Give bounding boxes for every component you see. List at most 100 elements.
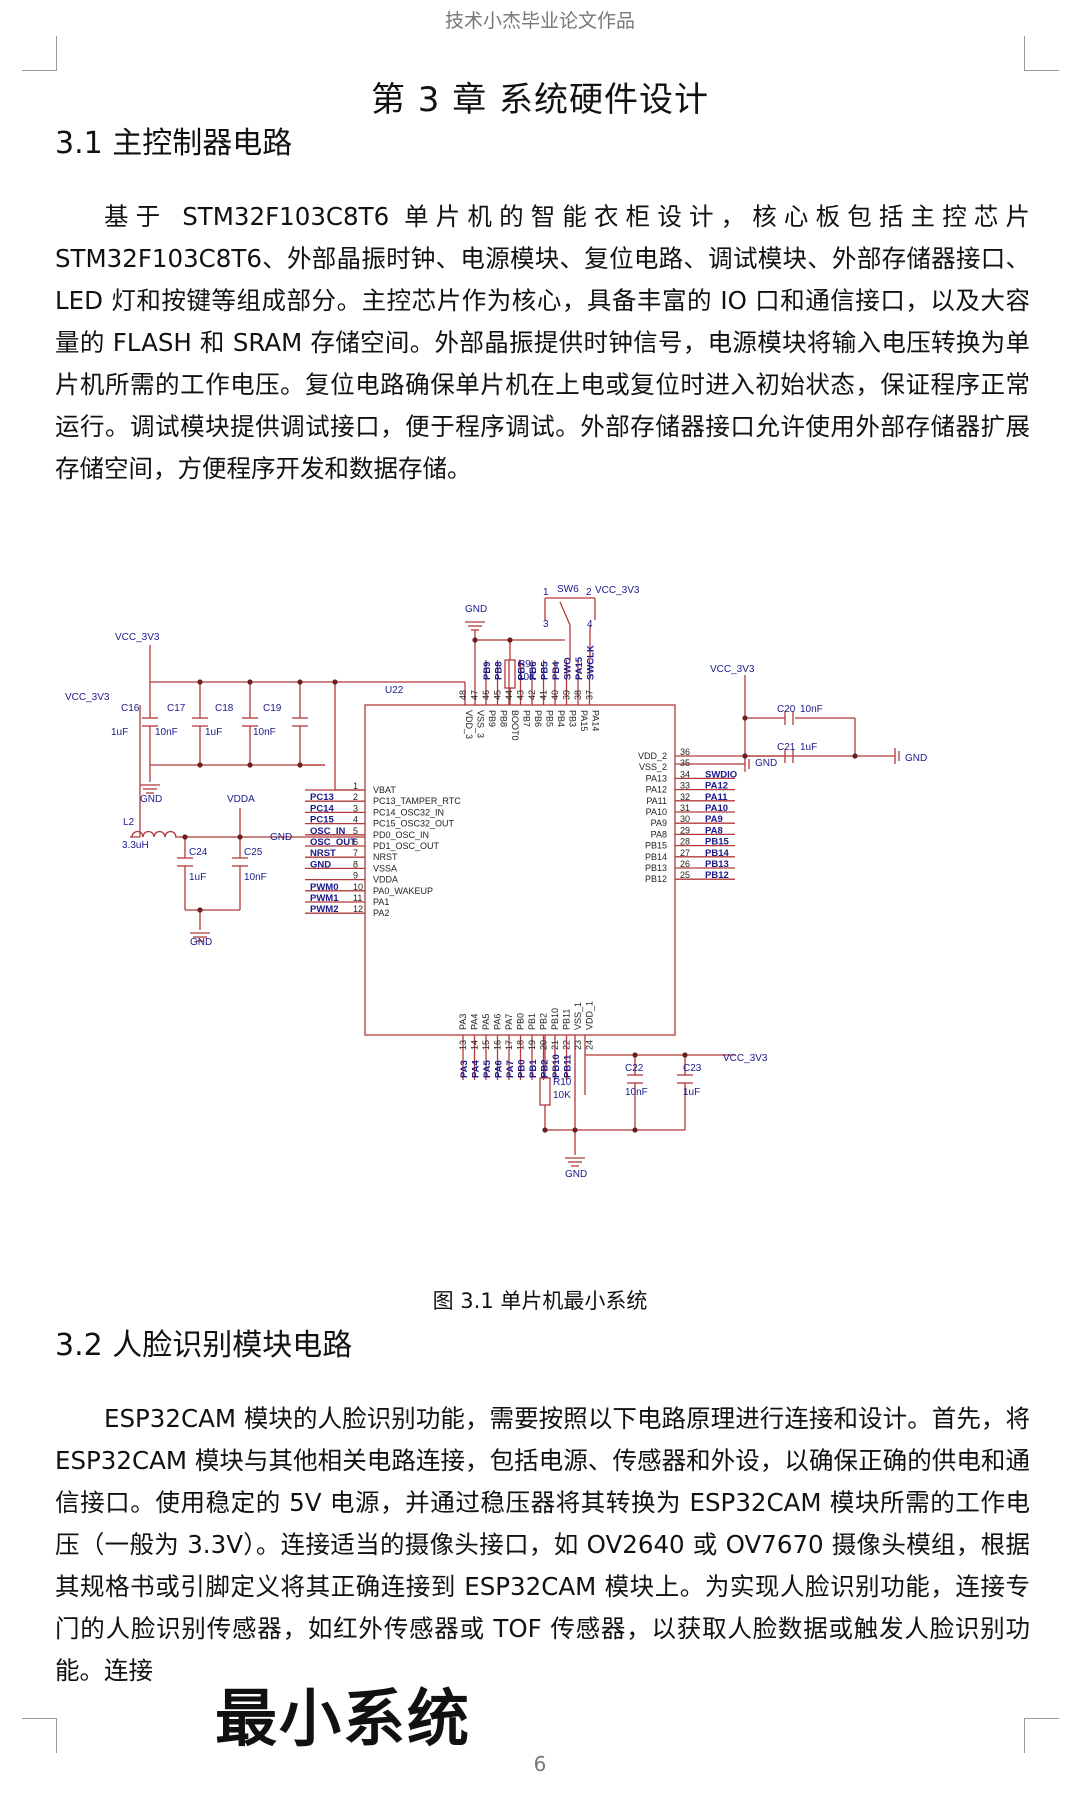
c24-ref: C24 xyxy=(189,847,208,858)
inductor-coil xyxy=(164,830,177,838)
net-label: SWO xyxy=(563,657,574,680)
pin-number: 31 xyxy=(680,803,690,813)
net-label: PB4 xyxy=(551,661,562,680)
pin-name: PC15_OSC32_OUT xyxy=(373,819,455,829)
net-label: PWM0 xyxy=(310,882,339,893)
pin-number: 45 xyxy=(493,690,503,700)
c17-ref: C17 xyxy=(167,703,186,714)
net-label: PB14 xyxy=(705,848,729,859)
section-heading-3-2: 3.2 人脸识别模块电路 xyxy=(55,1328,353,1363)
junction-dot xyxy=(742,715,748,721)
pin-name: VBAT xyxy=(373,785,396,795)
net-label: PA6 xyxy=(494,1060,505,1078)
pin-name: PB6 xyxy=(533,710,543,727)
pin-number: 26 xyxy=(680,859,690,869)
junction-dot xyxy=(247,762,253,768)
c19-ref: C19 xyxy=(263,703,282,714)
junction-dot xyxy=(472,637,478,643)
c24-value: 1uF xyxy=(189,872,206,883)
switch-pin: 3 xyxy=(543,619,549,630)
net-label: PA4 xyxy=(471,1060,482,1078)
minimal-system-label: 最小系统 xyxy=(215,1682,472,1755)
pin-number: 24 xyxy=(585,1040,595,1050)
inductor-coil xyxy=(142,830,155,838)
pin-name: PB0 xyxy=(516,1013,526,1030)
pin-number: 46 xyxy=(481,690,491,700)
c21-ref: C21 xyxy=(777,742,796,753)
net-label: PA3 xyxy=(459,1060,470,1078)
pin-number: 29 xyxy=(680,825,690,835)
c25-ref: C25 xyxy=(244,847,263,858)
net-label: PB0 xyxy=(517,1060,528,1078)
pin-name: PA14 xyxy=(591,710,601,731)
pin-name: PB11 xyxy=(562,1009,572,1030)
net-label: PA9 xyxy=(705,814,723,825)
running-header: 技术小杰毕业论文作品 xyxy=(444,10,635,32)
net-label: OSC_IN xyxy=(310,826,346,837)
junction-dot xyxy=(197,762,203,768)
junction-dot xyxy=(542,1127,548,1133)
net-label: PA15 xyxy=(574,656,585,680)
vcc-label-right: VCC_3V3 xyxy=(710,664,755,675)
pin-number: 23 xyxy=(573,1040,583,1050)
pin-number: 47 xyxy=(470,690,480,700)
corner-mark-bottom-right xyxy=(1024,1718,1059,1753)
r9-ref: R9 xyxy=(518,659,531,670)
pin-number: 18 xyxy=(516,1040,526,1050)
net-label: PB12 xyxy=(705,870,729,881)
c16-value: 1uF xyxy=(111,727,128,738)
chapter-title: 第 3 章 系统硬件设计 xyxy=(370,80,710,120)
junction-dot xyxy=(632,1127,638,1133)
pin-name: VDDA xyxy=(373,875,398,885)
net-label: PA12 xyxy=(705,781,728,792)
pin-number: 32 xyxy=(680,792,690,802)
pin-name: PB13 xyxy=(645,863,667,873)
r9-value: 10K xyxy=(518,672,536,683)
mcu-chip-body xyxy=(364,704,676,1036)
pin-number: 44 xyxy=(504,690,514,700)
junction-dot xyxy=(507,637,513,643)
pin-name: PA15 xyxy=(579,710,589,731)
pin-name: PD0_OSC_IN xyxy=(373,830,429,840)
net-label: PB2 xyxy=(540,1060,551,1078)
pin-number: 38 xyxy=(573,690,583,700)
pin-name: NRST xyxy=(373,852,398,862)
pin-name: PA6 xyxy=(493,1014,503,1030)
r10-value: 10K xyxy=(553,1090,571,1101)
gnd-label: GND xyxy=(190,937,212,948)
junction-dot xyxy=(682,1052,688,1058)
gnd-label: GND xyxy=(565,1169,587,1180)
net-label: PA11 xyxy=(705,792,728,803)
pin-name: VDD_2 xyxy=(638,751,667,761)
net-label: PA7 xyxy=(505,1060,516,1078)
pin-number: 19 xyxy=(527,1040,537,1050)
corner-mark-bottom-left xyxy=(22,1718,57,1753)
pin-name: PA12 xyxy=(646,785,667,795)
pin-number: 15 xyxy=(481,1040,491,1050)
corner-mark-top-right xyxy=(1024,36,1059,71)
net-label: PB15 xyxy=(705,837,729,848)
pin-name: PA7 xyxy=(504,1014,514,1030)
c20-ref: C20 xyxy=(777,704,796,715)
pin-number: 7 xyxy=(353,848,358,858)
junction-dot xyxy=(852,753,858,759)
pin-number: 27 xyxy=(680,848,690,858)
vcc-label-left2: VCC_3V3 xyxy=(65,692,110,703)
pin-name: PB5 xyxy=(545,710,555,727)
junction-dot xyxy=(197,679,203,685)
pin-number: 2 xyxy=(353,792,358,802)
c25-value: 10nF xyxy=(244,872,267,883)
pin-name: PB10 xyxy=(550,1008,560,1030)
pin-name: VSS_3 xyxy=(476,710,486,738)
pin-name: PA2 xyxy=(373,908,389,918)
net-label: PB5 xyxy=(540,661,551,680)
junction-dot xyxy=(297,679,303,685)
pin-number: 25 xyxy=(680,870,690,880)
pin-number: 9 xyxy=(353,871,358,881)
c17-value: 10nF xyxy=(155,727,178,738)
pin-name: PC14_OSC32_IN xyxy=(373,807,444,817)
pin-number: 16 xyxy=(493,1040,503,1050)
corner-mark-top-left xyxy=(22,36,57,71)
pin-number: 30 xyxy=(680,814,690,824)
